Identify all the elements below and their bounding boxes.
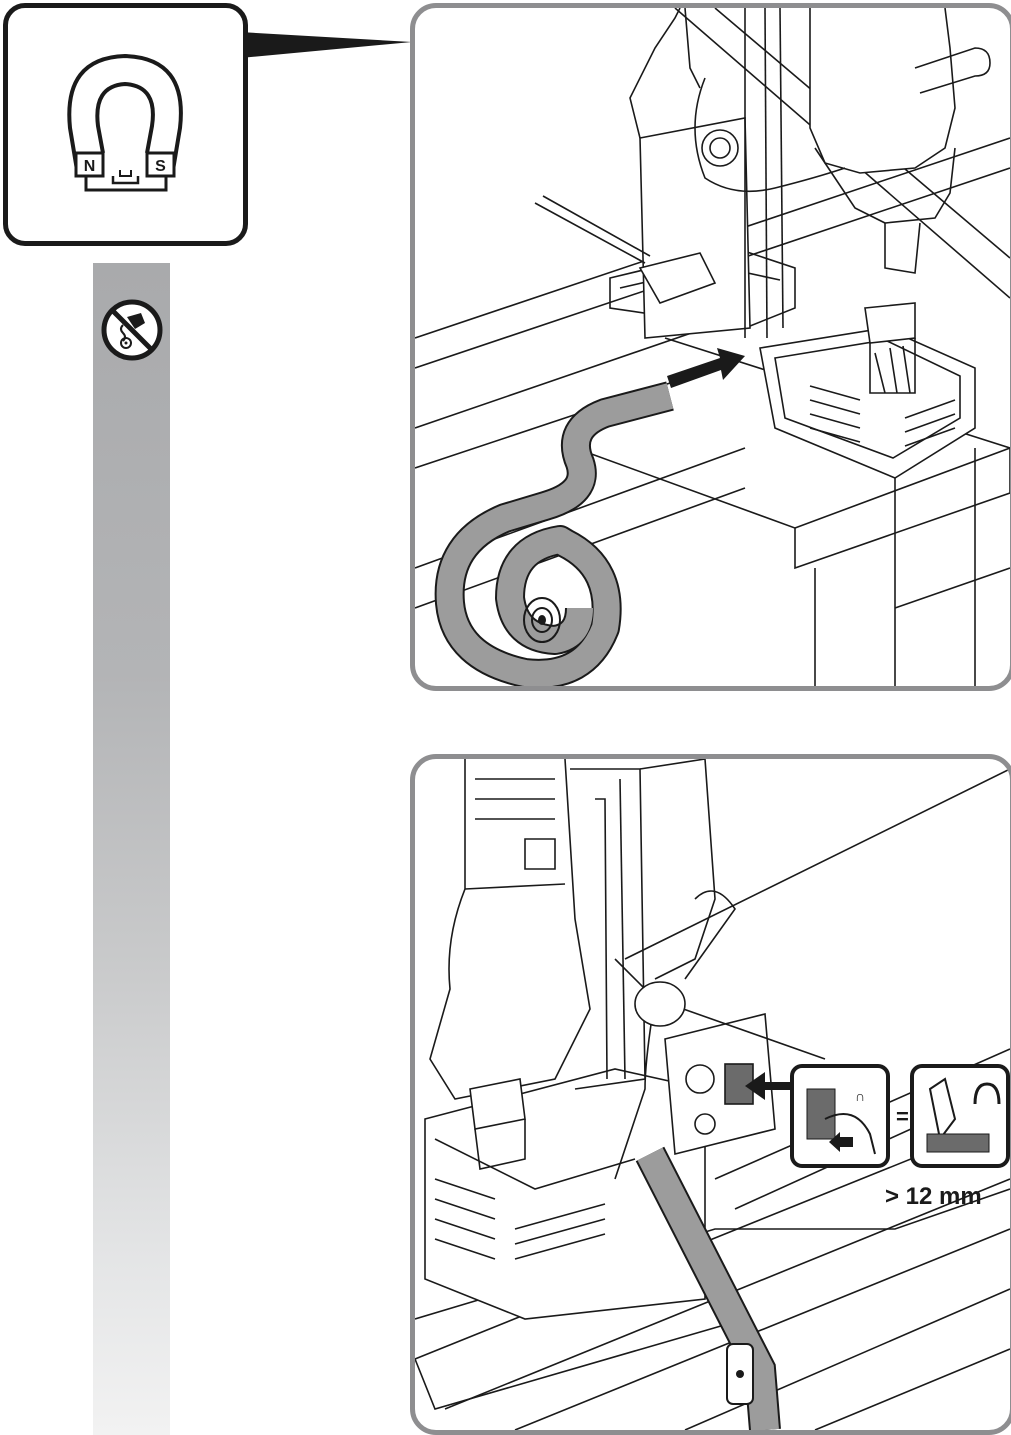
horseshoe-magnet-icon: N S <box>67 53 183 192</box>
magnetic-drill-ground-strip-illustration <box>415 8 1010 686</box>
magnet-callout: N S <box>3 3 248 246</box>
magnetic-drill-safety-strap-illustration: ∩ = > 12 mm <box>415 759 1010 1430</box>
insert-arrow <box>667 348 745 388</box>
pole-south-label: S <box>155 158 166 175</box>
pole-north-label: N <box>84 158 96 175</box>
magnet-switch-inset: ∩ <box>790 1064 890 1168</box>
thickness-label: > 12 mm <box>885 1183 982 1210</box>
earthing-strip-roll <box>434 381 674 686</box>
illustration-panel-bottom: ∩ = > 12 mm <box>410 754 1011 1435</box>
safety-strap <box>635 1146 781 1430</box>
push-arrow <box>745 1072 790 1100</box>
svg-text:∩: ∩ <box>855 1088 865 1104</box>
sidebar-strip <box>93 263 170 1435</box>
inset-equals: = <box>896 1104 909 1129</box>
callout-pointer <box>240 32 412 58</box>
no-electric-shock-icon <box>101 299 163 361</box>
magnet-on-inset <box>910 1064 1010 1168</box>
illustration-panel-top <box>410 3 1011 691</box>
